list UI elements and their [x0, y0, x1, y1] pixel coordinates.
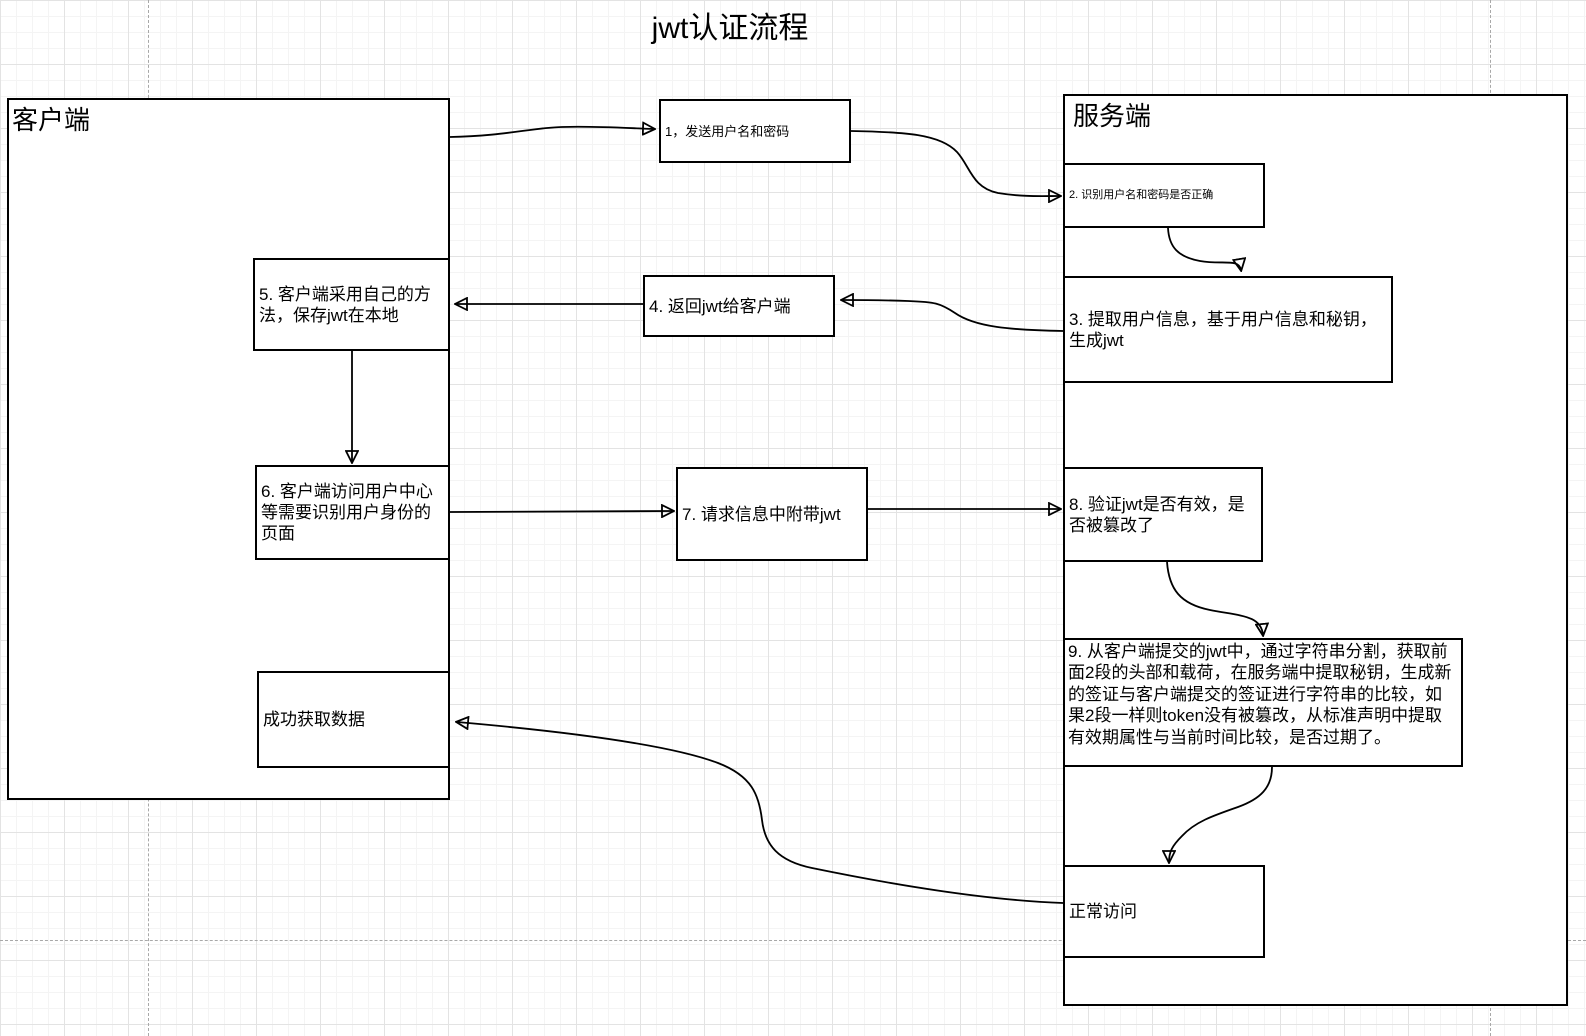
edge-step1-to-step2 — [850, 130, 1060, 196]
server-lane-label: 服务端 — [1073, 101, 1152, 131]
flow-step-9: 9. 从客户端提交的jwt中，通过字符串分割，获取前面2段的头部和载荷，在服务端… — [1063, 638, 1463, 767]
edge-client-to-step1 — [449, 127, 654, 138]
flow-step-6: 6. 客户端访问用户中心等需要识别用户身份的页面 — [255, 465, 450, 560]
flow-step-5: 5. 客户端采用自己的方法，保存jwt在本地 — [253, 258, 450, 351]
flow-step-4: 4. 返回jwt给客户端 — [643, 275, 835, 337]
edge-step6-to-step7 — [449, 511, 673, 512]
diagram-title: jwt认证流程 — [651, 12, 809, 45]
flow-step-1: 1，发送用户名和密码 — [659, 99, 851, 163]
flow-step-2: 2. 识别用户名和密码是否正确 — [1063, 163, 1265, 228]
flow-step-normal-access: 正常访问 — [1063, 865, 1265, 958]
flow-step-7: 7. 请求信息中附带jwt — [676, 467, 868, 561]
edge-normal-to-success — [457, 722, 1064, 904]
edge-step3-to-step4 — [842, 300, 1064, 332]
flow-step-3: 3. 提取用户信息，基于用户信息和秘钥，生成jwt — [1063, 276, 1393, 383]
flow-step-8: 8. 验证jwt是否有效，是否被篡改了 — [1063, 467, 1263, 562]
flow-step-success: 成功获取数据 — [257, 671, 450, 768]
page-break-horizontal — [0, 940, 1586, 941]
client-lane-label: 客户端 — [12, 105, 91, 135]
